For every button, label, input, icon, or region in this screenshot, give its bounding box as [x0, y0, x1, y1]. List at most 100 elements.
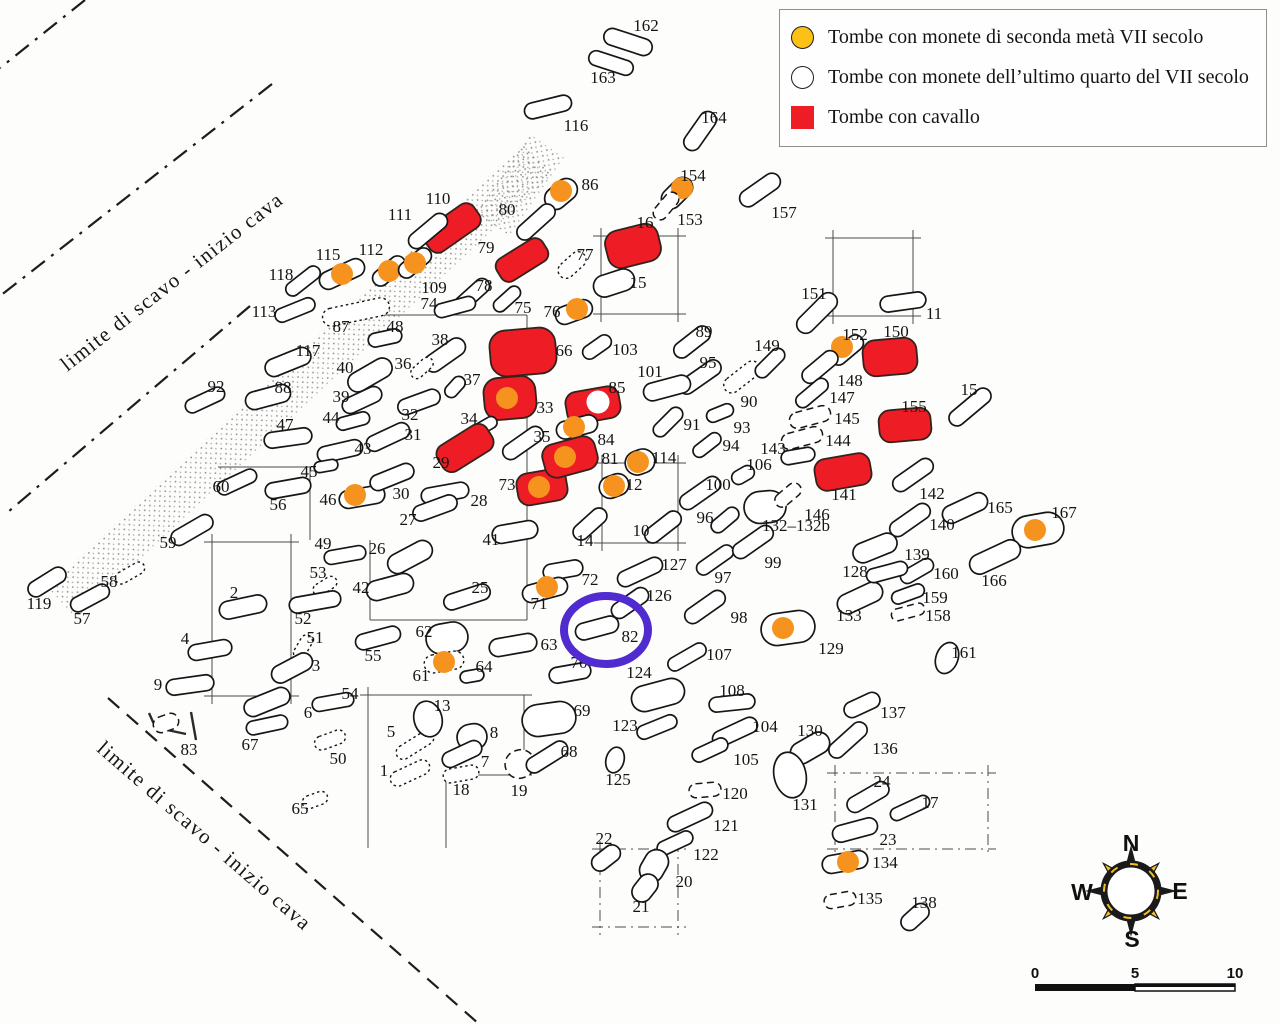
tomb-number-161: 161 — [951, 643, 977, 662]
tomb-59 — [170, 513, 214, 547]
tomb-4 — [187, 638, 233, 662]
tomb-number-115: 115 — [316, 245, 341, 264]
tomb-135 — [823, 890, 857, 910]
tomb-49 — [323, 544, 367, 566]
compass-letter-s: S — [1124, 926, 1139, 952]
tomb-43 — [316, 438, 364, 464]
tomb-number-36: 36 — [395, 354, 412, 373]
tomb-120 — [688, 781, 722, 799]
tomb-number-40: 40 — [337, 358, 354, 377]
stipple-band — [475, 134, 565, 236]
tomb-number-134: 134 — [872, 853, 898, 872]
tomb-60 — [216, 468, 258, 496]
tomb-39 — [341, 385, 383, 415]
tomb-45 — [313, 458, 339, 474]
tomb-number-97: 97 — [715, 568, 733, 587]
tomb-number-144: 144 — [825, 431, 851, 450]
tomb-number-132–132b: 132–132b — [762, 516, 830, 535]
white-circle-swatch-icon — [791, 65, 814, 89]
tomb-number-25: 25 — [472, 578, 489, 597]
tomb-number-96: 96 — [697, 508, 714, 527]
tomb-number-20: 20 — [676, 872, 693, 891]
tomb-number-45: 45 — [301, 462, 318, 481]
tomb-98 — [683, 589, 727, 625]
tomb-number-55: 55 — [365, 646, 382, 665]
tomb-87 — [321, 297, 391, 327]
tomb-number-140: 140 — [929, 515, 955, 534]
tomb-number-13: 13 — [434, 696, 451, 715]
tomb-14 — [572, 507, 608, 541]
compass-letter-w: W — [1071, 879, 1093, 905]
tomb-number-73: 73 — [499, 475, 516, 494]
tomb-6 — [243, 686, 291, 718]
scale-bar-top-edge — [1135, 984, 1235, 987]
tomb-147 — [794, 377, 830, 409]
tomb-number-122: 122 — [693, 845, 719, 864]
tomb-number-87: 87 — [333, 317, 351, 336]
tomb-number-52: 52 — [295, 609, 312, 628]
tomb-number-119: 119 — [27, 594, 52, 613]
tomb-75 — [492, 285, 522, 313]
coin-dot-icon-152 — [831, 336, 853, 358]
tomb-164 — [682, 110, 718, 152]
tomb-number-139: 139 — [904, 545, 930, 564]
tomb-number-138: 138 — [911, 893, 937, 912]
tomb-162 — [602, 27, 654, 57]
tomb-number-165: 165 — [987, 498, 1013, 517]
tomb-160 — [899, 557, 935, 585]
tomb-number-113: 113 — [252, 302, 277, 321]
tomb-90 — [723, 360, 761, 394]
tomb-67 — [245, 714, 289, 736]
tomb-number-3: 3 — [312, 656, 321, 675]
scale-bar-left-segment — [1035, 984, 1135, 991]
tomb-3 — [270, 652, 314, 684]
tomb-number-93: 93 — [734, 418, 751, 437]
tomb-29 — [435, 422, 495, 474]
tomb-66 — [488, 326, 558, 378]
tomb-137 — [843, 691, 881, 719]
coin-dot-icon-134 — [837, 851, 859, 873]
tomb-118 — [284, 265, 322, 297]
tomb-131 — [772, 751, 808, 799]
tomb-92 — [184, 386, 226, 414]
tomb-145 — [788, 404, 832, 430]
tomb-36 — [410, 356, 434, 380]
legend-label: Tombe con monete di seconda metà VII sec… — [828, 25, 1204, 48]
tomb-number-17: 17 — [922, 793, 940, 812]
tomb-number-163: 163 — [590, 68, 616, 87]
tomb-24 — [846, 780, 890, 814]
grave-marker-83 — [189, 711, 198, 741]
coin-dot-icon-167 — [1024, 519, 1046, 541]
tomb-97 — [695, 544, 735, 576]
tomb-number-9: 9 — [154, 675, 163, 694]
red-square-swatch-icon — [791, 105, 814, 129]
tomb-number-80: 80 — [499, 200, 516, 219]
tomb-47 — [263, 426, 313, 450]
tomb-number-89: 89 — [696, 322, 713, 341]
tomb-number-114: 114 — [652, 448, 677, 467]
tomb-26 — [386, 539, 434, 575]
coin-dot-icon-86 — [550, 180, 572, 202]
tomb-number-151: 151 — [801, 284, 827, 303]
tomb-number-82: 82 — [622, 627, 639, 646]
white-dot-icon-85 — [586, 390, 610, 414]
tomb-number-75: 75 — [515, 298, 532, 317]
tomb-number-51: 51 — [307, 628, 324, 647]
coin-dot-icon-61 — [433, 651, 455, 673]
tomb-number-15: 15 — [961, 380, 978, 399]
tomb-number-121: 121 — [713, 816, 739, 835]
tomb-80 — [516, 203, 556, 241]
excavation-boundary-line — [0, 83, 273, 297]
yellow-circle-swatch-icon — [791, 25, 814, 49]
tomb-number-117: 117 — [296, 341, 321, 360]
coin-dot-icon-46 — [344, 484, 366, 506]
tomb-149 — [754, 347, 786, 379]
tomb-number-65: 65 — [292, 799, 309, 818]
coin-dot-icon-33 — [496, 387, 518, 409]
tomb-30 — [369, 462, 415, 492]
tomb-number-118: 118 — [269, 265, 294, 284]
tomb-55 — [354, 625, 402, 651]
tomb-number-133: 133 — [836, 606, 862, 625]
legend-item-last-quarter-7th: Tombe con monete dell’ultimo quarto del … — [780, 60, 1266, 94]
